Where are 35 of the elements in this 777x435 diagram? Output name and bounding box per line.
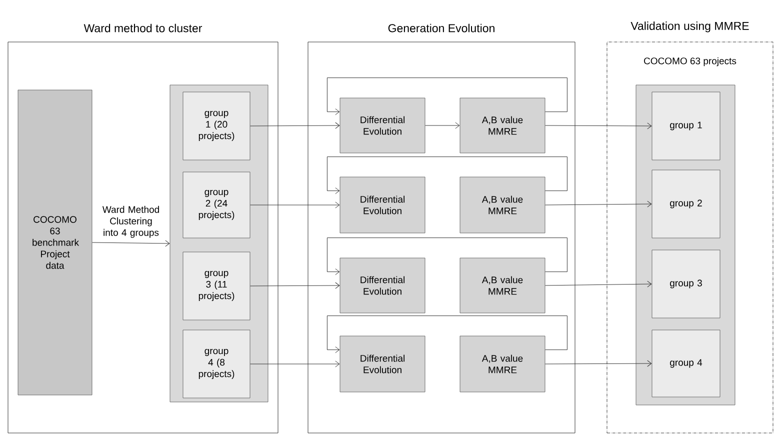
group-box: group 1 (20 projects) [182, 92, 250, 160]
arrow [250, 122, 340, 129]
arrow [250, 202, 340, 208]
group-box: group 3 (11 projects) [182, 252, 250, 320]
arrow [544, 360, 652, 367]
process-box: A,B value MMRE [460, 176, 546, 234]
process-box: Differential Evolution [340, 176, 426, 234]
group-box: group 1 [652, 92, 720, 160]
node-label: Validation using MMRE [630, 22, 749, 32]
process-box: Differential Evolution [340, 98, 426, 154]
process-box: Differential Evolution [340, 258, 426, 314]
arrow [250, 360, 340, 368]
group-box: group 3 [652, 250, 720, 318]
arrow [544, 122, 652, 130]
arrow [92, 240, 170, 247]
node-label: Generation Evolution [388, 24, 494, 32]
process-box: A,B value MMRE [460, 98, 546, 154]
group-box: group 2 (24 projects) [182, 172, 250, 238]
node-label: Ward method to cluster [84, 24, 202, 32]
process-box: Differential Evolution [340, 336, 426, 392]
arrow [250, 282, 340, 289]
arrow [544, 280, 652, 288]
arrow [326, 316, 568, 354]
group-box: group 4 [652, 330, 720, 398]
group-box: group 2 [652, 170, 720, 238]
process-box: A,B value MMRE [460, 336, 546, 392]
data-box: COCOMO 63 benchmark Project data [18, 90, 92, 396]
group-box: group 4 (8 projects) [182, 330, 250, 398]
arrow [326, 156, 568, 194]
arrow [326, 238, 568, 276]
edge-label: Ward Method Clustering into 4 groups [98, 204, 164, 239]
arrow [326, 78, 568, 116]
process-box: A,B value MMRE [460, 258, 546, 314]
arrow [544, 200, 652, 208]
arrow [424, 122, 460, 129]
